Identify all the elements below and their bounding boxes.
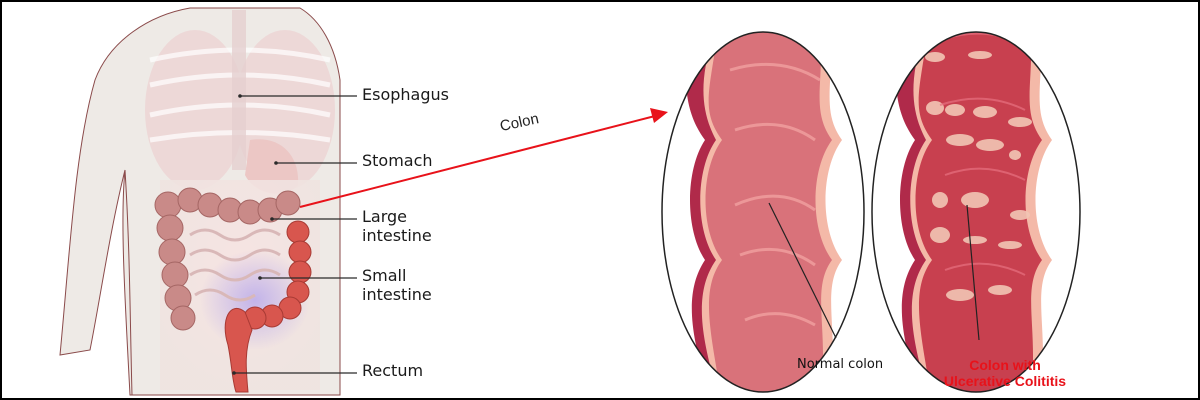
label-normal-colon: Normal colon	[797, 357, 884, 372]
label-large-intestine-line2: intestine	[362, 226, 432, 245]
label-ulcerative-colitis: Colon with Ulcerative Colititis	[940, 357, 1070, 389]
label-large-intestine-line1: Large	[362, 207, 408, 226]
label-large-intestine: Large intestine	[362, 207, 432, 245]
label-uc-line2: Ulcerative Colititis	[943, 373, 1067, 389]
anatomy-leader-lines	[234, 95, 357, 374]
label-stomach: Stomach	[362, 151, 433, 170]
ulcerative-colitis-illustration	[872, 32, 1080, 392]
label-small-intestine-line2: intestine	[362, 285, 432, 304]
colon-arrow	[299, 108, 668, 208]
uc-colon-pointer	[966, 204, 980, 341]
label-uc-line1: Colon with	[969, 357, 1041, 373]
label-small-intestine: Small intestine	[362, 266, 432, 304]
normal-colon-illustration	[662, 32, 864, 392]
normal-colon-pointer	[768, 202, 837, 339]
label-small-intestine-line1: Small	[362, 266, 407, 285]
torso-figure	[59, 7, 341, 396]
label-esophagus: Esophagus	[362, 85, 449, 104]
label-rectum: Rectum	[362, 361, 424, 380]
